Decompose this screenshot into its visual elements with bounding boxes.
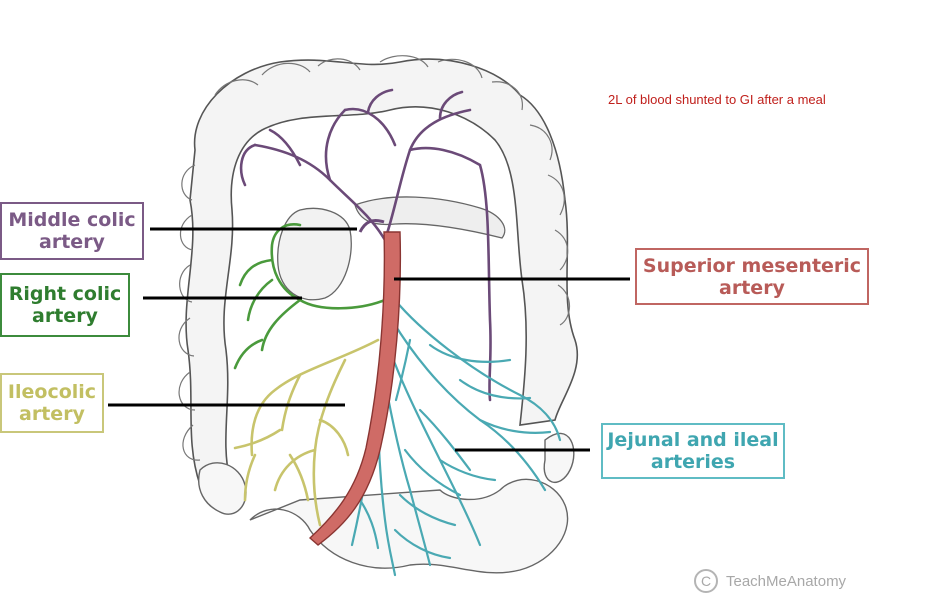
superior-mesenteric-label-line2: artery — [719, 277, 785, 299]
teachmeanatomy-watermark: C TeachMeAnatomy — [694, 568, 846, 594]
right-colic-label: Right colic artery — [0, 273, 130, 337]
superior-mesenteric-label-line1: Superior mesenteric — [642, 255, 862, 277]
colon-haustra — [178, 55, 571, 461]
superior-mesenteric-artery — [308, 218, 402, 546]
superior-mesenteric-label: Superior mesenteric artery — [635, 248, 869, 305]
ileocolic-label-line1: Ileocolic — [7, 381, 97, 403]
jejunal-ileal-branches — [350, 298, 562, 577]
middle-colic-label-line2: artery — [39, 231, 105, 253]
jejunal-ileal-label: Jejunal and ileal arteries — [601, 423, 785, 479]
middle-colic-label: Middle colic artery — [0, 202, 144, 260]
watermark-text: TeachMeAnatomy — [726, 572, 847, 590]
small-intestine-loops — [198, 432, 575, 574]
right-colic-label-line2: artery — [32, 305, 98, 327]
ileocolic-label: Ileocolic artery — [0, 373, 104, 433]
ileocolic-label-line2: artery — [19, 403, 85, 425]
pancreas-band — [277, 196, 506, 301]
ileocolic-branches — [233, 338, 380, 527]
jejunal-ileal-label-line1: Jejunal and ileal — [607, 429, 779, 451]
right-colic-label-line1: Right colic — [8, 283, 122, 305]
blood-shunt-annotation: 2L of blood shunted to GI after a meal — [608, 92, 826, 107]
pointer-lines — [108, 227, 630, 452]
jejunal-ileal-label-line2: arteries — [650, 451, 736, 473]
middle-colic-label-line1: Middle colic — [8, 209, 136, 231]
copyright-icon: C — [694, 569, 718, 593]
large-intestine — [185, 58, 579, 486]
